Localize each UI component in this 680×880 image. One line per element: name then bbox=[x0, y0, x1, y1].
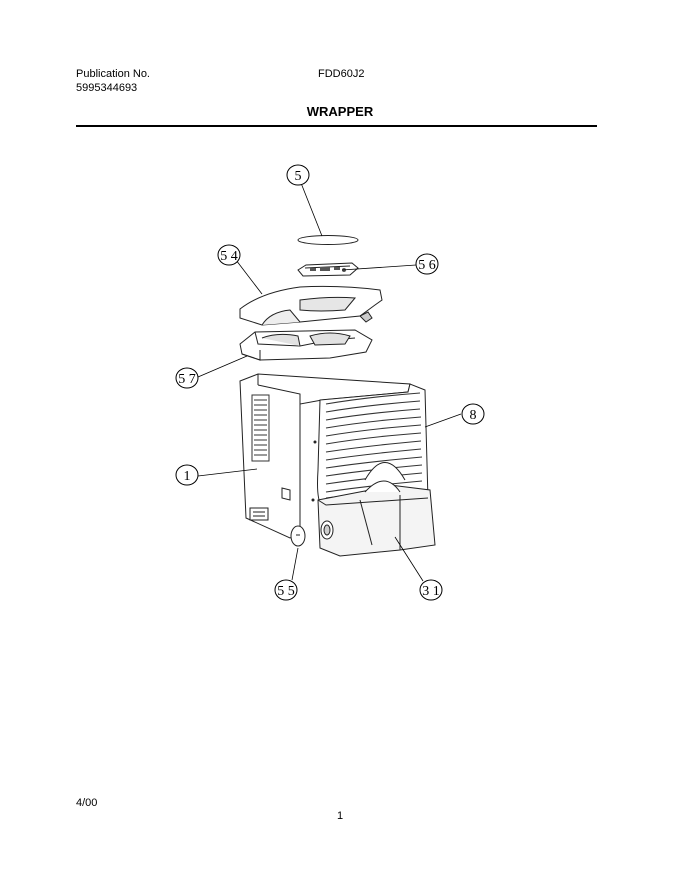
callout-31-circle bbox=[419, 579, 443, 601]
callout-8-label: 8 bbox=[470, 408, 477, 423]
callout-5-circle bbox=[286, 164, 310, 186]
part-55-float bbox=[290, 525, 306, 547]
leader-lines bbox=[197, 182, 462, 582]
header-rule bbox=[76, 125, 597, 127]
part-8-front-grille bbox=[317, 383, 429, 507]
part-56-control-board bbox=[297, 262, 359, 277]
model-number: FDD60J2 bbox=[318, 68, 365, 80]
callout-56-circle bbox=[415, 253, 439, 275]
callout-31-label: 3 1 bbox=[422, 584, 440, 599]
part-1-side-panel bbox=[239, 373, 411, 539]
part-54-top-cover bbox=[239, 285, 383, 326]
callout-55-label: 5 5 bbox=[277, 584, 295, 599]
callout-57-circle bbox=[175, 367, 199, 389]
part-5-disc bbox=[297, 235, 359, 245]
side-panel-louvers bbox=[251, 394, 270, 462]
publication-number: 5995344693 bbox=[76, 82, 138, 94]
publication-label: Publication No. bbox=[76, 68, 150, 80]
callout-56-label: 5 6 bbox=[418, 258, 436, 273]
callout-8-circle bbox=[461, 403, 485, 425]
callout-57-label: 5 7 bbox=[178, 372, 196, 387]
callout-1-label: 1 bbox=[184, 469, 191, 484]
part-57-bezel bbox=[239, 329, 373, 361]
callout-1-circle bbox=[175, 464, 199, 486]
page-number: 1 bbox=[336, 810, 344, 822]
page-title: WRAPPER bbox=[306, 104, 374, 119]
callout-5-label: 5 bbox=[295, 169, 302, 184]
callout-54-circle bbox=[217, 244, 241, 266]
callout-55-circle bbox=[274, 579, 298, 601]
part-31-bucket bbox=[317, 480, 436, 557]
callout-54-label: 5 4 bbox=[220, 249, 238, 264]
footer-date: 4/00 bbox=[76, 797, 98, 809]
